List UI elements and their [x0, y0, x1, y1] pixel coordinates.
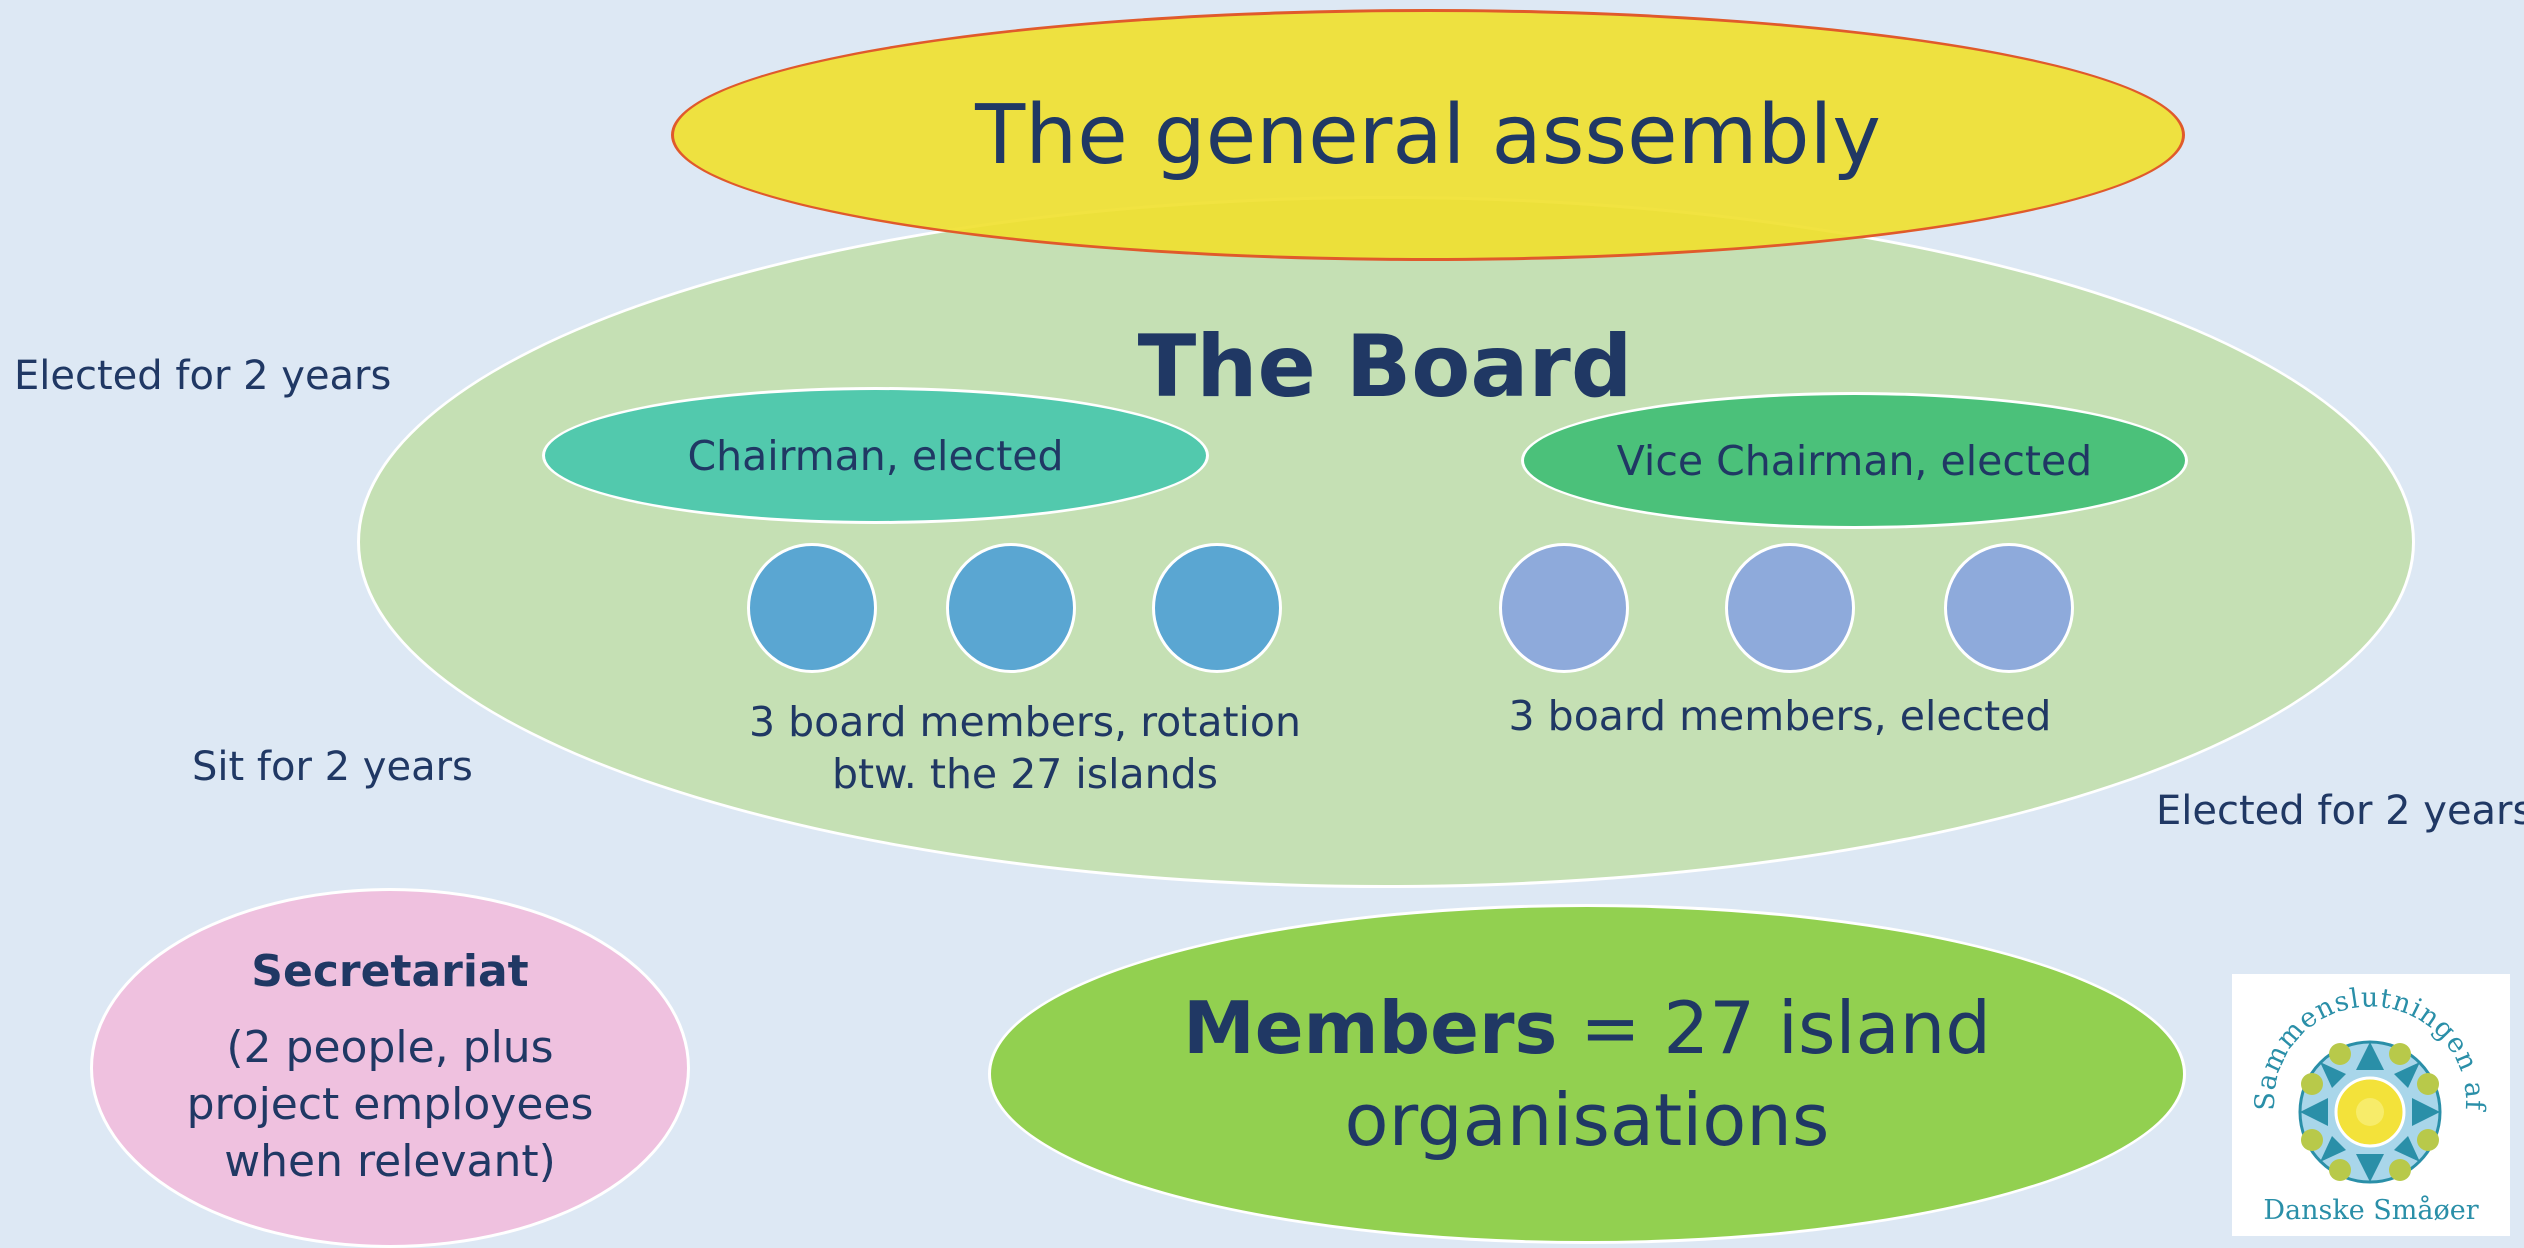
logo-mark-icon: Sammenslutningen af: [2250, 983, 2489, 1226]
rotation-members-label: 3 board members, rotation btw. the 27 is…: [700, 696, 1350, 800]
rotation-members-line2: btw. the 27 islands: [831, 750, 1219, 798]
rotation-members-line1: 3 board members, rotation: [749, 698, 1301, 746]
members-bold: Members: [1183, 986, 1558, 1070]
elected-member-circle: [1499, 543, 1629, 673]
general-assembly-title: The general assembly: [975, 87, 1881, 183]
elected-members-text: 3 board members, elected: [1508, 692, 2052, 740]
chairman-ellipse: Chairman, elected: [542, 387, 1209, 524]
general-assembly-ellipse: [671, 9, 2185, 261]
elected-member-circle: [1944, 543, 2074, 673]
chairman-label: Chairman, elected: [687, 431, 1064, 480]
side-note-sit: Sit for 2 years: [192, 744, 473, 790]
vice-chairman-ellipse: Vice Chairman, elected: [1521, 392, 2188, 529]
elected-member-circle: [1725, 543, 1855, 673]
rotation-member-circle: [747, 543, 877, 673]
secretariat-title: Secretariat: [251, 946, 529, 997]
side-note-elected-right: Elected for 2 years: [2156, 788, 2524, 834]
logo: Sammenslutningen af: [2232, 974, 2510, 1236]
members-rest: = 27 island: [1557, 986, 1991, 1070]
logo-rosette-icon: [2298, 1040, 2442, 1184]
rotation-member-circle: [1152, 543, 1282, 673]
secretariat-ellipse: Secretariat (2 people, plus project empl…: [90, 888, 690, 1248]
secretariat-body: (2 people, plus project employees when r…: [186, 1022, 594, 1187]
side-note-elected-left: Elected for 2 years: [14, 353, 392, 399]
logo-name: Danske Småøer: [2263, 1194, 2478, 1226]
elected-members-label: 3 board members, elected: [1470, 690, 2090, 742]
vice-chairman-label: Vice Chairman, elected: [1616, 436, 2093, 485]
board-title: The Board: [1137, 317, 1633, 417]
members-line2: organisations: [1344, 1078, 1830, 1162]
board-ellipse: [357, 196, 2415, 888]
rotation-member-circle: [946, 543, 1076, 673]
members-ellipse: Members = 27 island organisations: [988, 904, 2186, 1244]
members-line1: Members = 27 island: [1183, 982, 1991, 1074]
